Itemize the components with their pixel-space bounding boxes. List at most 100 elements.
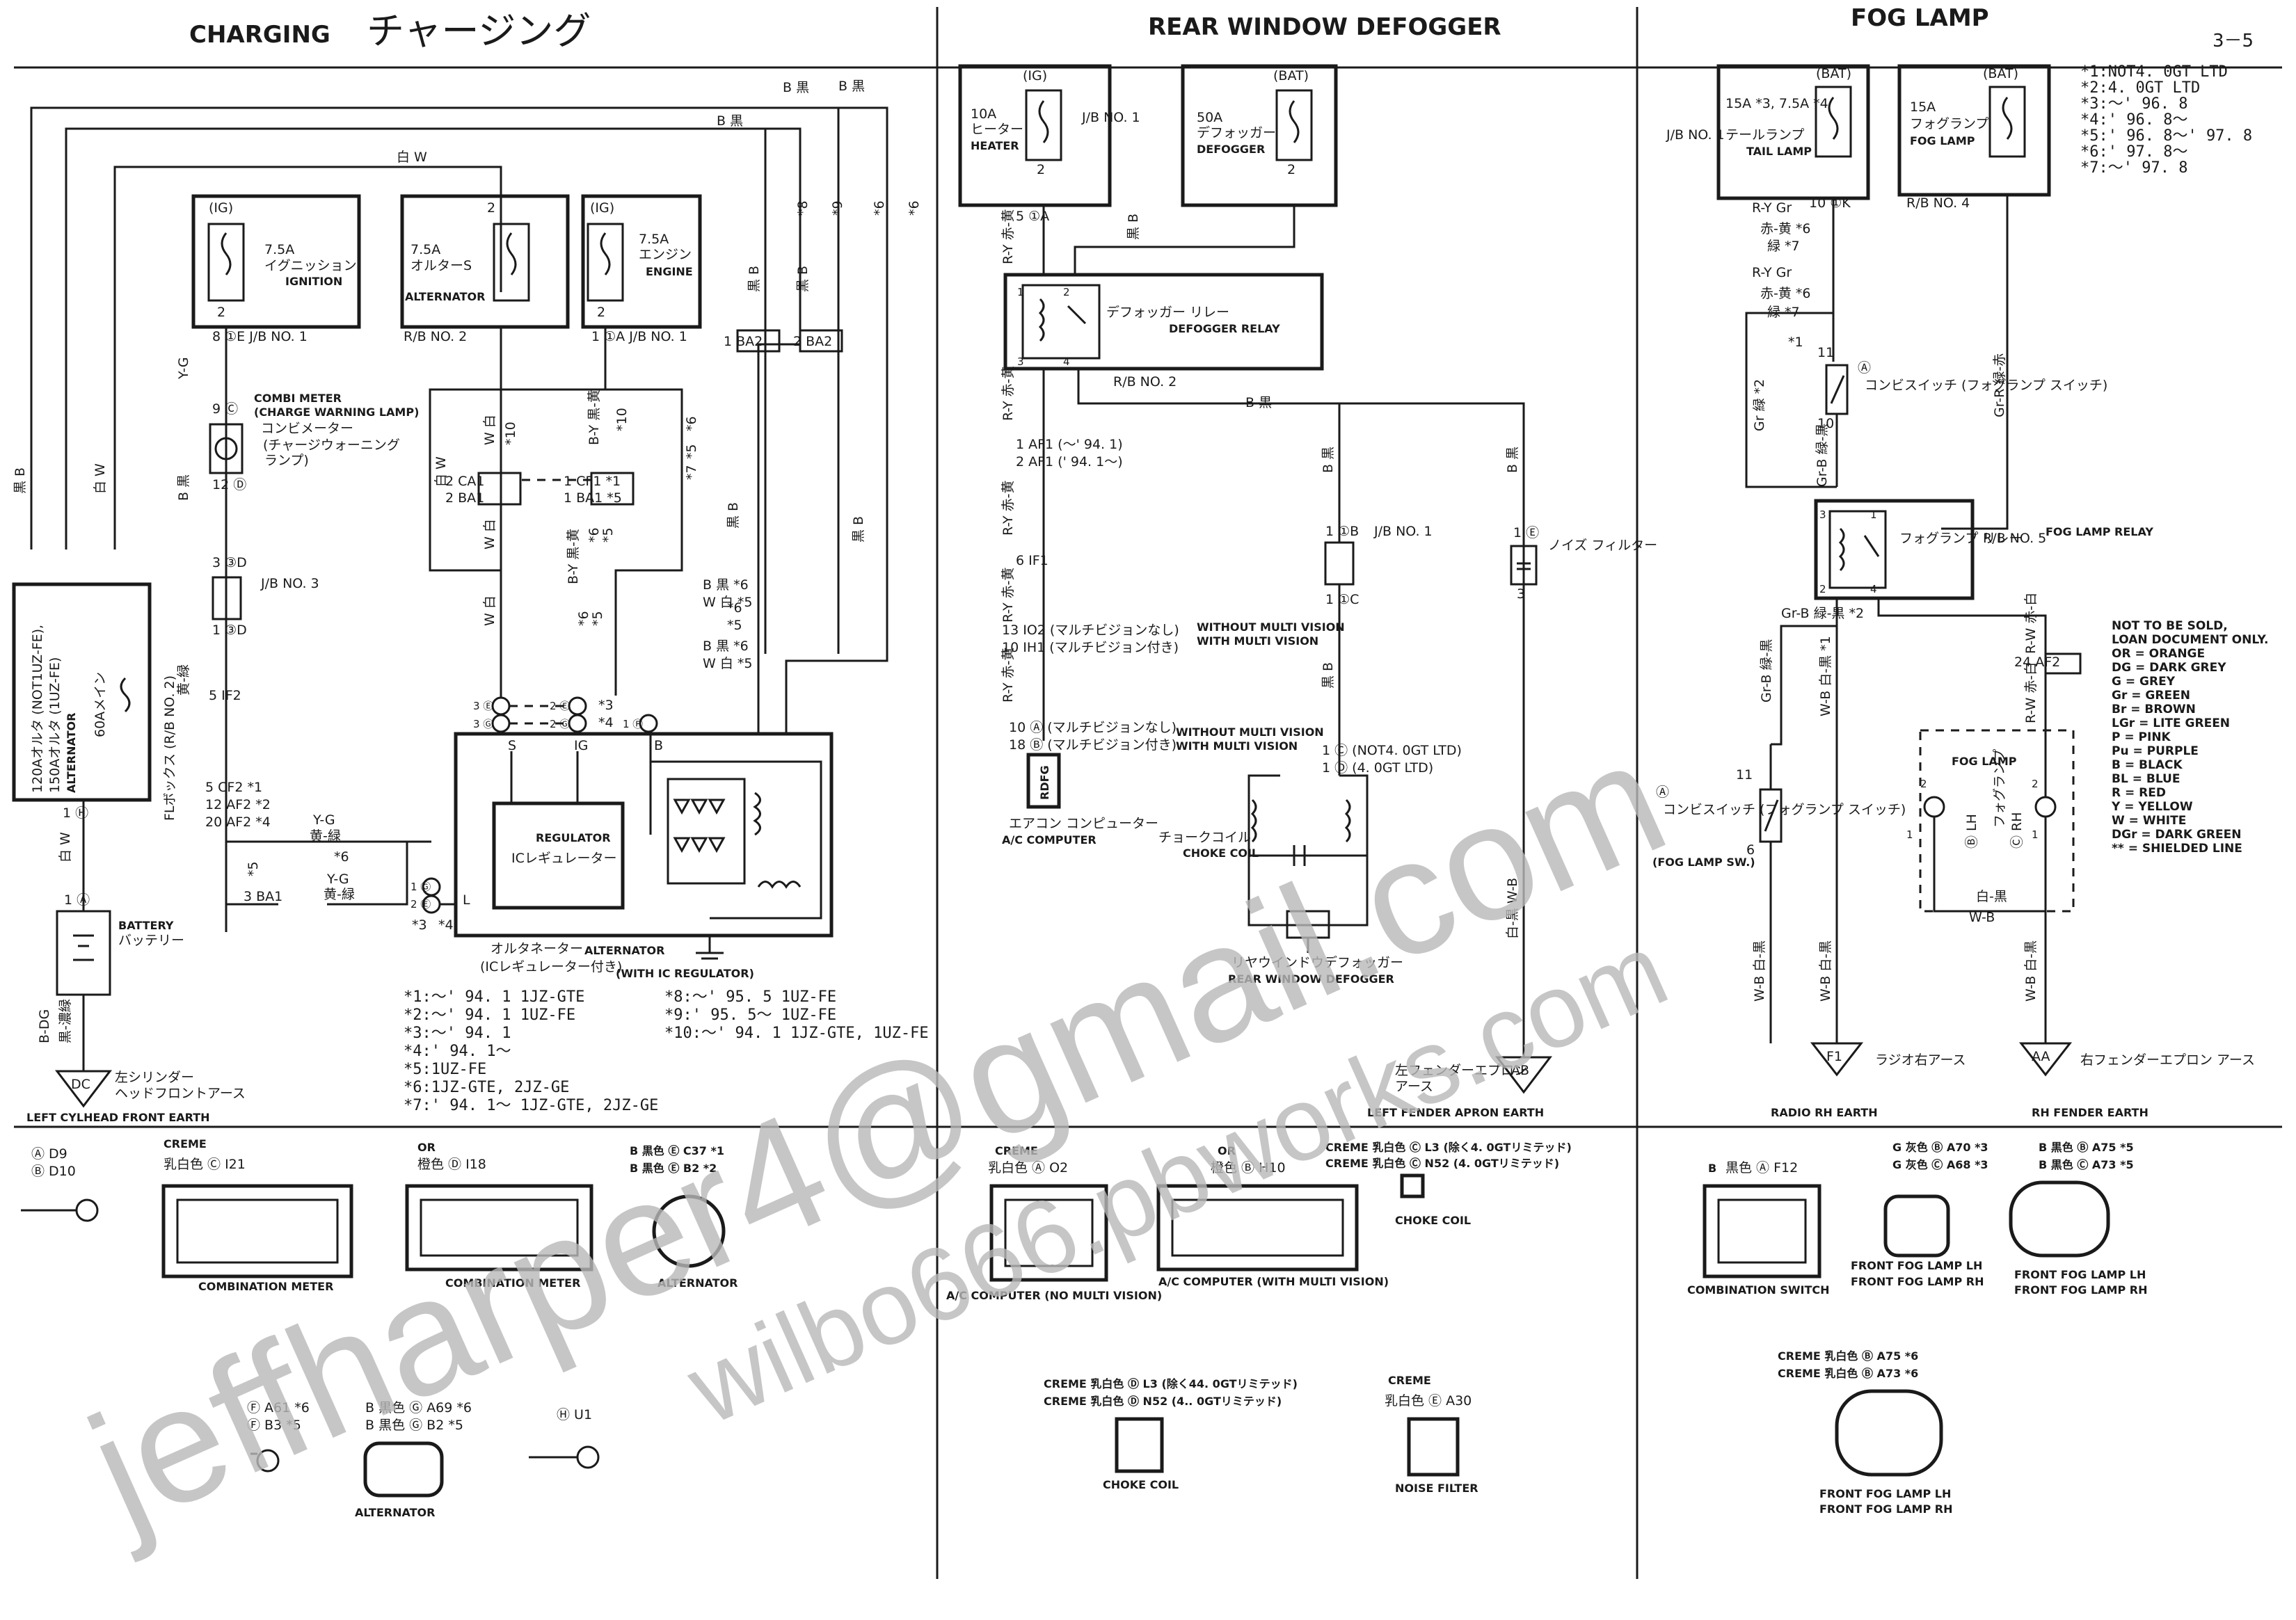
star-note: *5 <box>590 611 605 626</box>
relay-pin: 2 <box>1819 583 1826 595</box>
mv-label: WITH MULTI VISION <box>1197 634 1318 648</box>
choke-coil: チョークコイル CHOKE COIL <box>1158 774 1369 866</box>
wire-label: Gr-R 緑-赤 <box>1992 353 2007 417</box>
star-note: *4 <box>438 917 454 933</box>
wire-label: *6 <box>334 849 349 865</box>
legend-line: Y = YELLOW <box>2111 800 2193 814</box>
fuse-jb: J/B NO. 1 <box>1666 127 1725 143</box>
conn-code: 乳白色 Ⓔ A30 <box>1385 1393 1472 1409</box>
fuse-jp: デフォッガー <box>1197 125 1276 141</box>
conn-color: CREME 乳白色 Ⓒ N52 (4. 0GTリミテッド) <box>1325 1157 1559 1170</box>
alt-term: IG <box>574 738 588 753</box>
jb-no1-defogger: 1 ①B J/B NO. 1 1 ①C <box>1324 524 1433 607</box>
regulator-jp: ICレギュレーター <box>511 851 617 866</box>
connector-label: 2 BA1 <box>445 490 484 506</box>
bw-label: W 白 *5 <box>703 595 752 610</box>
wire-label: B-DG <box>37 1009 52 1043</box>
note: *4:' 94. 1～ <box>404 1043 511 1060</box>
choke-connector <box>1400 1173 1425 1198</box>
conn-caption: FRONT FOG LAMP RH <box>1819 1502 1952 1516</box>
relay-jp: デフォッガー リレー <box>1106 305 1229 320</box>
wire-label: B 黒 <box>717 113 743 129</box>
wire-label: R-Y 赤-黄 <box>1000 480 1016 536</box>
eye-code: Ⓑ D10 <box>31 1164 76 1179</box>
fuse-pin: 2 <box>597 305 605 320</box>
relay-en: DEFOGGER RELAY <box>1169 322 1280 335</box>
earth-en: RADIO RH EARTH <box>1771 1106 1878 1119</box>
note: *4:' 96. 8～ <box>2080 111 2187 129</box>
note: *9:' 95. 5～ 1UZ-FE <box>664 1007 836 1024</box>
fuse-pin: 2 <box>487 200 495 216</box>
ac-code: RDFG <box>1038 765 1051 800</box>
switch-pin: 10 <box>1817 416 1834 431</box>
terminal-mark: 1 Ⓕ <box>623 718 643 730</box>
relay-pin: 4 <box>1063 355 1070 368</box>
color-legend: NOT TO BE SOLD, LOAN DOCUMENT ONLY. OR =… <box>2111 619 2268 856</box>
star-note: *8 <box>795 200 811 216</box>
wire-label: R-Y Gr <box>1752 265 1792 280</box>
wire-label: Y-G <box>176 357 191 380</box>
conn-caption: FRONT FOG LAMP LH <box>1819 1487 1951 1500</box>
wire-label: 白 W <box>58 832 73 863</box>
label-jp2: (チャージウォーニング <box>263 438 400 453</box>
foglamp-connectors: B 黒色 Ⓐ F12 COMBINATION SWITCH G 灰色 Ⓑ A70… <box>1687 1141 2147 1516</box>
conn-code: 乳白色 Ⓒ I21 <box>164 1157 246 1172</box>
relay-pin: 4 <box>1870 583 1877 595</box>
defogger-fuse-box <box>1181 64 1338 207</box>
note: *6:' 97. 8～ <box>2080 143 2187 161</box>
fuse-pin: 10 ①K <box>1809 195 1851 211</box>
fuse-jp: テールランプ <box>1725 127 1804 143</box>
conn-code: 黒色 Ⓐ F12 <box>1725 1160 1798 1176</box>
wire-label: B 黒 <box>1505 447 1520 473</box>
relay-rb: R/B NO. 2 <box>1113 374 1177 390</box>
conn-caption: A/C COMPUTER (NO MULTI VISION) <box>946 1289 1162 1302</box>
conn-color: B 黒色 Ⓔ C37 *1 <box>630 1144 724 1157</box>
noise-filter: 1 Ⓔ ノイズ フィルター 3 <box>1510 525 1657 602</box>
jb1-top: 1 ①B <box>1325 524 1359 539</box>
fuse-amp: 10A <box>971 106 996 122</box>
earth-f1: F1 ラジオ右アース RADIO RH EARTH <box>1771 1042 1966 1119</box>
switch-pin: 6 <box>1746 842 1755 858</box>
fl-line2: 150Aオルタ (1UZ-FE) <box>47 657 63 793</box>
wire-label: B 黒 <box>176 474 191 501</box>
wire-label: R-Y 赤-黄 <box>1000 567 1016 623</box>
conn-code: 橙色 Ⓑ H10 <box>1211 1160 1286 1176</box>
legend-line: DGr = DARK GREEN <box>2112 828 2241 842</box>
note: *10:～' 94. 1 1JZ-GTE, 1UZ-FE <box>664 1025 929 1042</box>
earth-code: DC <box>71 1077 90 1092</box>
fuse-source: (BAT) <box>1816 66 1851 81</box>
legend-line: R = RED <box>2112 786 2166 800</box>
earth-code: F1 <box>1826 1049 1842 1064</box>
fuse-engine: (IG) 7.5A エンジン ENGINE 2 1 ①A J/B NO. 1 <box>581 194 702 344</box>
legend-line: Pu = PURPLE <box>2112 744 2199 758</box>
wire-label: 緑 *7 <box>1767 305 1800 320</box>
fuse-pin: 2 <box>1037 162 1045 177</box>
terminal-mark: 2 Ⓔ <box>410 898 431 911</box>
conn-caption: A/C COMPUTER (WITH MULTI VISION) <box>1158 1275 1389 1288</box>
conn-color: B 黒色 Ⓖ A69 *6 <box>365 1400 472 1416</box>
noise-jp: ノイズ フィルター <box>1548 538 1657 553</box>
earth-code: AA <box>2032 1049 2050 1064</box>
fog-lamp-connector <box>1883 1194 1950 1258</box>
jb3-label: J/B NO. 3 <box>260 576 319 591</box>
wire-label: R-Y 赤-黄 <box>1000 365 1016 421</box>
fl-mid: 60Aメイン <box>93 672 108 737</box>
fuse-source: (BAT) <box>1983 66 2018 81</box>
splice-label: 3 BA1 <box>244 889 282 904</box>
conn-color: CREME 乳白色 Ⓓ L3 (除く44. 0GTリミテッド) <box>1044 1377 1298 1390</box>
fuse-alternator: 2 7.5A オルターS ALTERNATOR R/B NO. 2 <box>400 194 570 344</box>
conn-caption: COMBINATION METER <box>198 1280 333 1293</box>
earth-en: RH FENDER EARTH <box>2032 1106 2148 1119</box>
star-note: *6 <box>727 600 742 616</box>
star-note: *3 <box>598 698 614 713</box>
star-note: *5 <box>246 861 261 876</box>
earth-code: AB <box>1511 1063 1529 1078</box>
note: *2:4. 0GT LTD <box>2080 79 2200 97</box>
eye-code: Ⓐ D9 <box>31 1146 67 1162</box>
battery: 1 Ⓐ BATTERY バッテリー <box>56 892 184 996</box>
fuse-en: HEATER <box>971 139 1019 152</box>
fog-relay: 3 1 2 4 フォグランプ リレー R/B NO. 5 FOG LAMP RE… <box>1814 499 2153 600</box>
choke-pins2: 1 Ⓓ (4. 0GT LTD) <box>1322 760 1433 776</box>
fuse-jp: フォグランプ <box>1910 116 1988 131</box>
fog-lamp-connector-2 <box>2009 1180 2110 1258</box>
